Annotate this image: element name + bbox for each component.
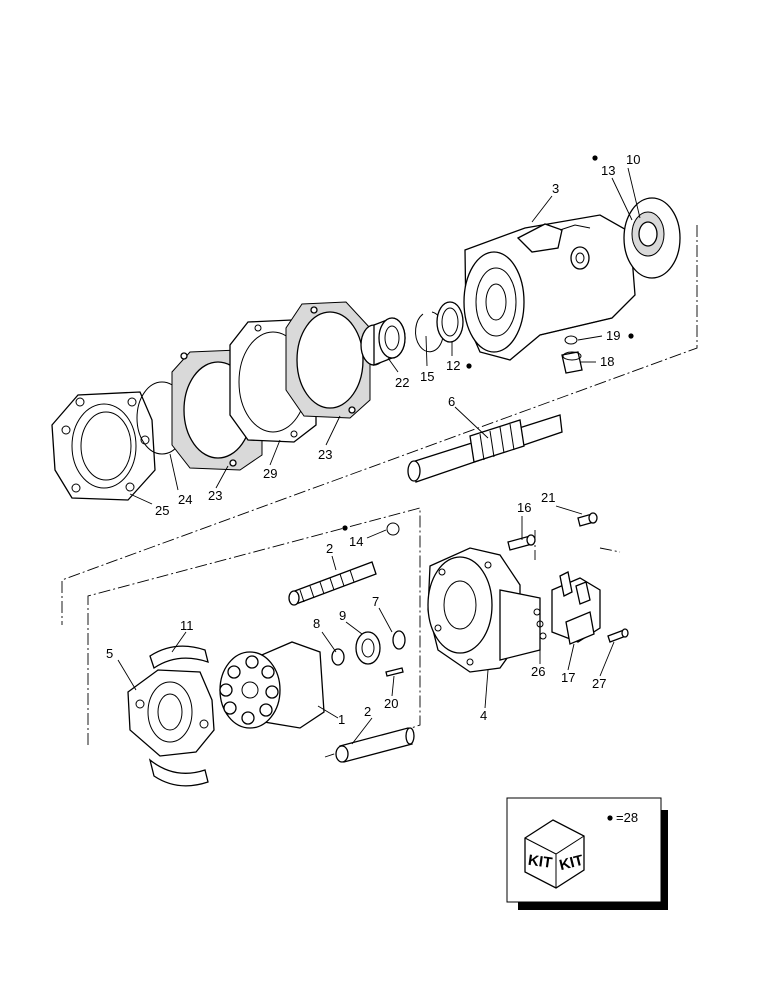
bolt-21: [577, 512, 598, 527]
end-cover: [51, 391, 156, 501]
callout-labels: 3 13 10 19 18 12 15 22 6 23 29 23 24 25 …: [106, 152, 640, 727]
gasket-rear: [285, 301, 371, 419]
needle-bearing: [360, 317, 406, 366]
pump-housing: [463, 214, 636, 361]
control-spool: [288, 561, 377, 606]
o-rings-26: [533, 608, 547, 640]
screw-27: [607, 628, 629, 643]
small-o-ring: [564, 335, 578, 345]
callout-22: 22: [395, 375, 409, 390]
callout-14: 14: [349, 534, 363, 549]
rear-bearing: [623, 197, 681, 279]
pin-20: [385, 667, 404, 677]
callout-23-front: 23: [208, 488, 222, 503]
callout-2-lower: 2: [364, 704, 371, 719]
compensator-valve: [551, 571, 601, 645]
o-ring-14: [386, 522, 400, 536]
callout-1: 1: [338, 712, 345, 727]
callout-21: 21: [541, 490, 555, 505]
callout-26: 26: [531, 664, 545, 679]
ring-8: [331, 648, 345, 666]
callout-8: 8: [313, 616, 320, 631]
callout-10: 10: [626, 152, 640, 167]
callout-16: 16: [517, 500, 531, 515]
callout-17: 17: [561, 670, 575, 685]
leader-lines: [117, 167, 641, 745]
callout-20: 20: [384, 696, 398, 711]
kit-bullet-markers: [342, 155, 634, 531]
callout-19: 19: [606, 328, 620, 343]
bearing-9: [355, 631, 381, 665]
kit-legend: KIT KIT =28: [506, 797, 668, 910]
drain-plug: [561, 351, 583, 374]
kit-reference: =28: [616, 810, 638, 825]
port-plate: [427, 547, 541, 673]
swashplate: [127, 669, 215, 757]
callout-12: 12: [446, 358, 460, 373]
half-bushing-bottom: [148, 758, 209, 787]
callout-25: 25: [155, 503, 169, 518]
callout-6: 6: [448, 394, 455, 409]
callout-7: 7: [372, 594, 379, 609]
callout-18: 18: [600, 354, 614, 369]
kit-label-right: KIT: [558, 852, 586, 874]
kit-label-left: KIT: [527, 852, 553, 872]
callout-2-upper: 2: [326, 541, 333, 556]
callout-27: 27: [592, 676, 606, 691]
drive-shaft: [407, 414, 563, 483]
shaft-seal: [436, 301, 464, 343]
plug-bolt: [507, 534, 536, 551]
callout-23-rear: 23: [318, 447, 332, 462]
half-bushing-top: [149, 645, 209, 670]
callout-3: 3: [552, 181, 559, 196]
callout-29: 29: [263, 466, 277, 481]
callout-9: 9: [339, 608, 346, 623]
ring-7: [392, 630, 406, 650]
callout-5: 5: [106, 646, 113, 661]
control-piston: [335, 727, 415, 763]
callout-13: 13: [601, 163, 615, 178]
kit-bullet: [607, 815, 613, 821]
cylinder-barrel: [219, 641, 325, 729]
callout-24: 24: [178, 492, 192, 507]
callout-11: 11: [180, 618, 194, 633]
kit-box-icon: [524, 819, 585, 889]
callout-4: 4: [480, 708, 487, 723]
callout-15: 15: [420, 369, 434, 384]
